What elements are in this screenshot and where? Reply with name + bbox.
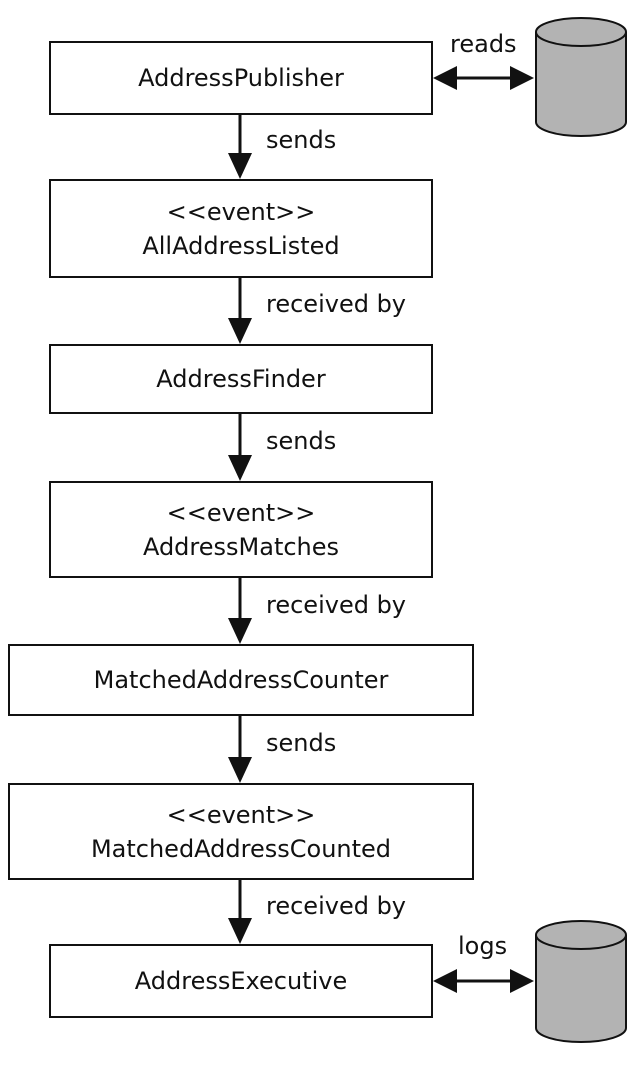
storage-arrow-top [433,66,534,90]
event-matched-address-counted: <<event>> MatchedAddressCounted [8,783,474,880]
edge-label-sends: sends [266,729,337,757]
arrowhead [228,757,252,783]
edge-label-received-by: received by [266,591,407,619]
event-all-address-listed: <<event>> AllAddressListed [49,179,433,278]
edge-label-sends: sends [266,126,337,154]
node-address-publisher: AddressPublisher [49,41,433,115]
node-name: AddressMatches [142,532,340,561]
arrowhead [228,918,252,944]
node-name: AddressPublisher [138,64,344,92]
node-name: AddressExecutive [134,967,348,995]
storage-label-logs: logs [458,932,508,960]
database-cylinder-bottom [535,920,627,1043]
arrow-heads [228,153,252,944]
node-address-finder: AddressFinder [49,344,433,414]
database-cylinder-top [535,17,627,137]
event-stereotype: <<event>> [166,800,316,829]
node-name: AddressFinder [156,365,326,393]
node-name: MatchedAddressCounted [90,834,392,863]
storage-label-reads: reads [450,30,517,58]
storage-arrow-bottom [433,969,534,993]
arrowhead [228,153,252,179]
node-address-executive: AddressExecutive [49,944,433,1018]
edge-label-received-by: received by [266,290,407,318]
node-name: AllAddressListed [142,231,340,260]
event-stereotype: <<event>> [166,498,316,527]
arrowhead [228,455,252,481]
edge-label-received-by: received by [266,892,407,920]
event-address-matches: <<event>> AddressMatches [49,481,433,578]
edge-label-sends: sends [266,427,337,455]
event-stereotype: <<event>> [166,197,316,226]
arrowhead [228,618,252,644]
arrowhead [228,318,252,344]
node-matched-address-counter: MatchedAddressCounter [8,644,474,716]
node-name: MatchedAddressCounter [93,666,389,694]
